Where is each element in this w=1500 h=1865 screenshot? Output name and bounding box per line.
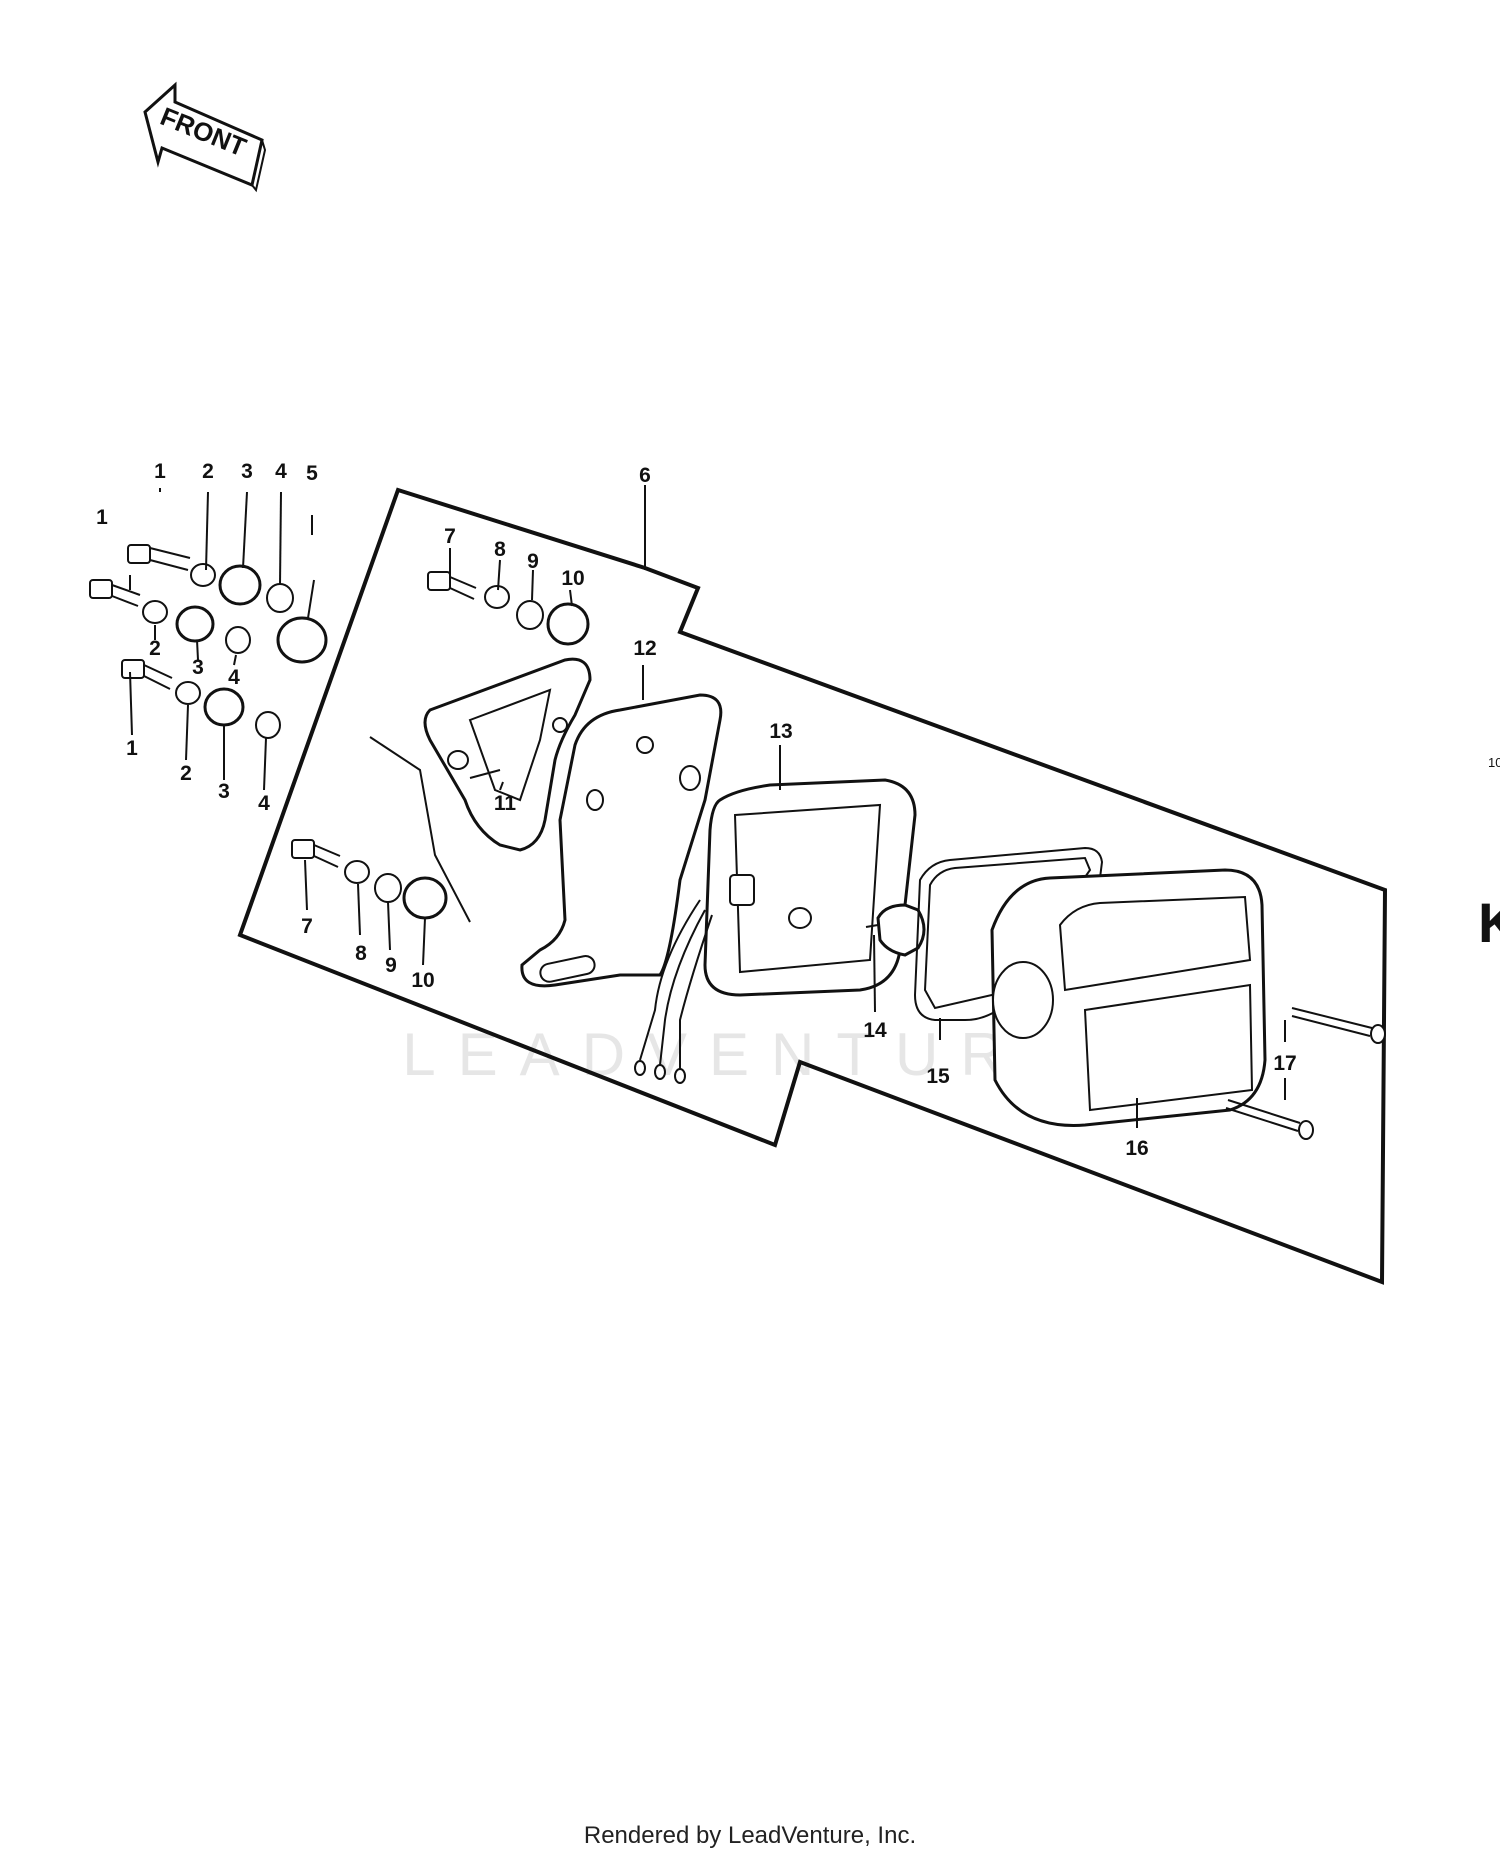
label-2-middle: 2 (149, 637, 161, 660)
screw-lower (1225, 1099, 1314, 1140)
lens-part (990, 868, 1267, 1127)
label-3-middle: 3 (192, 656, 204, 679)
label-6: 6 (639, 464, 651, 487)
plate-bracket-part (520, 693, 723, 988)
fastener-group-middle (89, 579, 251, 654)
footer-credit: Rendered by LeadVenture, Inc. (583, 1822, 917, 1849)
edge-fragment-k: K (1478, 891, 1500, 954)
fastener-group-upper (127, 544, 328, 664)
label-4-middle: 4 (228, 666, 240, 689)
label-7-upper: 7 (444, 525, 456, 548)
bracket-part (423, 657, 592, 852)
label-1-top: 1 (154, 460, 166, 483)
label-11: 11 (494, 792, 517, 815)
label-8-lower: 8 (355, 942, 367, 965)
label-12: 12 (633, 637, 656, 660)
label-4-top: 4 (275, 460, 287, 483)
fastener-group-lower (121, 659, 281, 739)
label-14: 14 (863, 1019, 887, 1042)
label-3-lower: 3 (218, 780, 230, 803)
label-5: 5 (306, 462, 318, 485)
label-9-upper: 9 (527, 550, 539, 573)
label-1-lower: 1 (126, 737, 138, 760)
edge-fragment-ten: 10 (1488, 755, 1500, 770)
label-17: 17 (1273, 1052, 1296, 1075)
label-2-top: 2 (202, 460, 214, 483)
label-10-lower: 10 (411, 969, 434, 992)
screw-upper (1291, 1007, 1386, 1044)
label-13: 13 (769, 720, 792, 743)
label-3-top: 3 (241, 460, 253, 483)
label-15: 15 (926, 1065, 950, 1088)
fastener-set-upper (427, 571, 590, 646)
label-4-lower: 4 (258, 792, 270, 815)
fastener-set-lower (291, 839, 448, 920)
label-16: 16 (1125, 1137, 1148, 1160)
label-7-lower: 7 (301, 915, 313, 938)
wiring-harness (634, 899, 713, 1084)
reference-labels: 1 2 3 4 5 6 1 2 3 4 1 2 3 4 7 8 9 10 12 … (96, 460, 1297, 1160)
assembly-outline (237, 487, 1388, 1285)
bulb-part (865, 903, 926, 957)
label-2-lower: 2 (180, 762, 192, 785)
watermark: LEADVENTURE (402, 1021, 1087, 1088)
lamp-housing-part (703, 778, 917, 997)
label-9-lower: 9 (385, 954, 397, 977)
front-arrow-icon: FRONT (143, 81, 267, 193)
label-8-upper: 8 (494, 538, 506, 561)
label-1-left: 1 (96, 506, 108, 529)
leader-lines (129, 485, 1286, 1128)
label-10-upper: 10 (561, 567, 584, 590)
